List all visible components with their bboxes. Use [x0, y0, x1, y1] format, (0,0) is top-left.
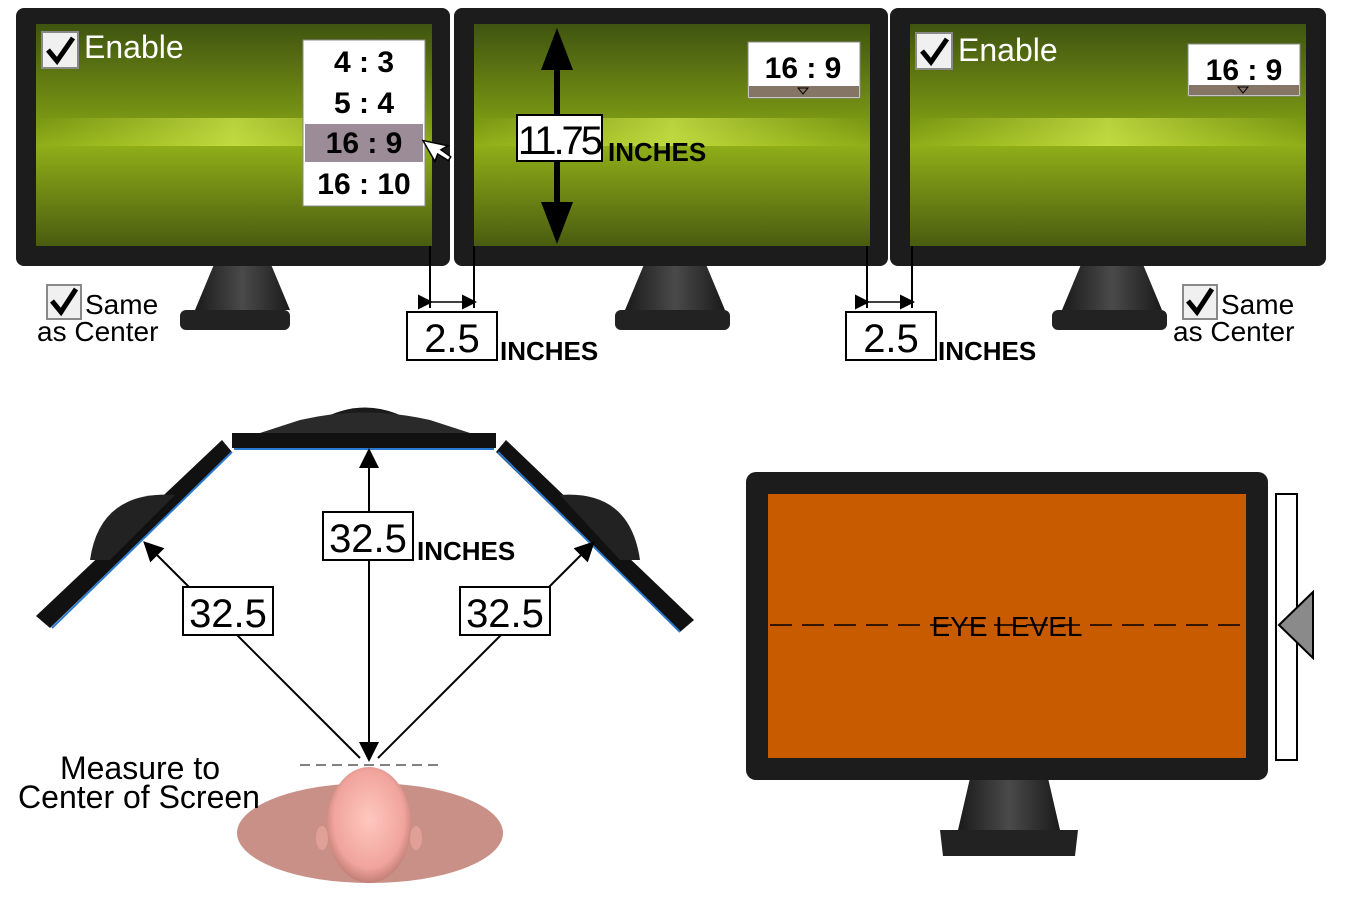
- left-monitor-top-edge: [51, 451, 233, 629]
- left-distance-box: [182, 586, 274, 636]
- center-monitor-top-back: [260, 412, 470, 433]
- center-ratio-value: 16 : 9: [765, 52, 842, 85]
- right-enable-checkbox-box[interactable]: [915, 32, 953, 70]
- center-ratio-bar: [749, 86, 859, 97]
- check-icon: [1186, 287, 1215, 317]
- left-monitor-stand: [195, 262, 290, 310]
- left-distance-line: [143, 541, 361, 759]
- center-monitor-stand: [625, 262, 725, 310]
- right-ratio-value: 16 : 9: [1206, 54, 1283, 87]
- right-ratio-dropdown[interactable]: 16 : 9: [1187, 43, 1301, 97]
- ratio-selected-highlight: [305, 124, 423, 162]
- left-distance-value: 32.5: [189, 592, 267, 636]
- ratio-option-4-3[interactable]: 4 : 3: [334, 46, 394, 79]
- right-monitor-stand: [1062, 262, 1162, 310]
- eye-monitor-screen: [768, 494, 1246, 758]
- left-ratio-dropdown[interactable]: 4 : 3 5 : 4 16 : 9 16 : 10: [302, 39, 426, 207]
- left-monitor-base: [180, 310, 290, 330]
- left-enable-checkbox[interactable]: [41, 31, 79, 69]
- right-same-label-line1: Same: [1221, 289, 1294, 320]
- gap-right-value-box: [845, 311, 937, 361]
- height-dimension: 11.75 INCHES: [516, 28, 706, 244]
- caption-line1: Measure to: [60, 750, 220, 786]
- left-enable-checkbox-box[interactable]: [41, 31, 79, 69]
- right-ratio-bar: [1189, 85, 1299, 95]
- height-value: 11.75: [518, 119, 602, 163]
- gap-left-value-box: [406, 311, 498, 361]
- eye-monitor-stand: [958, 778, 1060, 830]
- right-enable-checkbox[interactable]: [915, 32, 953, 70]
- gap-right-unit: INCHES: [938, 336, 1036, 366]
- center-ratio-dropdown[interactable]: 16 : 9: [747, 41, 861, 99]
- center-distance-box: [322, 511, 414, 561]
- eye-level-label: EYE LEVEL: [932, 611, 1083, 642]
- left-gap-dimension: 2.5 INCHES: [406, 246, 598, 366]
- right-enable-label: Enable: [958, 32, 1058, 68]
- chevron-down-icon: [796, 87, 810, 95]
- center-distance-unit: INCHES: [417, 536, 515, 566]
- eye-monitor-base: [940, 830, 1078, 856]
- right-distance-value: 32.5: [466, 592, 544, 636]
- center-distance-value: 32.5: [329, 517, 407, 561]
- eye-level-view: EYE LEVEL: [746, 472, 1314, 856]
- height-unit: INCHES: [608, 137, 706, 167]
- right-monitor-top: [496, 440, 694, 632]
- height-value-box: [516, 114, 603, 162]
- top-down-view: 32.5 INCHES 32.5 32.5 Measure to Center …: [18, 407, 694, 883]
- check-icon: [46, 36, 76, 66]
- ratio-option-16-9[interactable]: 16 : 9: [326, 127, 403, 160]
- ratio-list-panel: [302, 39, 426, 207]
- ratio-option-5-4[interactable]: 5 : 4: [334, 87, 394, 120]
- right-same-as-center-checkbox[interactable]: [1182, 284, 1218, 320]
- mouse-cursor-icon: [421, 139, 452, 164]
- right-distance-line: [377, 541, 595, 759]
- left-same-as-center-checkbox[interactable]: [46, 284, 82, 320]
- right-monitor-base: [1052, 310, 1167, 330]
- head: [327, 767, 411, 883]
- left-same-label-line2: as Center: [37, 316, 158, 347]
- gap-left-value: 2.5: [424, 317, 480, 361]
- check-icon: [50, 287, 79, 317]
- right-monitor-glow: [910, 118, 1306, 146]
- right-distance-box: [459, 586, 551, 636]
- ratio-option-16-10[interactable]: 16 : 10: [317, 168, 410, 201]
- arrow-up-icon: [541, 28, 573, 70]
- height-slider-handle[interactable]: [1277, 589, 1314, 661]
- caption-line2: Center of Screen: [18, 779, 260, 815]
- gap-right-value: 2.5: [863, 317, 919, 361]
- center-monitor-top: [232, 433, 496, 448]
- left-enable-label: Enable: [84, 29, 184, 65]
- left-same-label-line1: Same: [85, 289, 158, 320]
- gap-left-unit: INCHES: [500, 336, 598, 366]
- arrow-down-icon: [541, 202, 573, 244]
- right-gap-dimension: 2.5 INCHES: [845, 246, 1036, 366]
- center-monitor-base: [615, 310, 730, 330]
- left-monitor-top-back: [90, 494, 175, 560]
- left-ear: [316, 826, 328, 850]
- right-same-label-line2: as Center: [1173, 316, 1294, 347]
- right-monitor-top-back: [560, 494, 640, 560]
- right-ear: [410, 826, 422, 850]
- check-icon: [920, 37, 950, 67]
- chevron-down-icon: [1236, 86, 1250, 94]
